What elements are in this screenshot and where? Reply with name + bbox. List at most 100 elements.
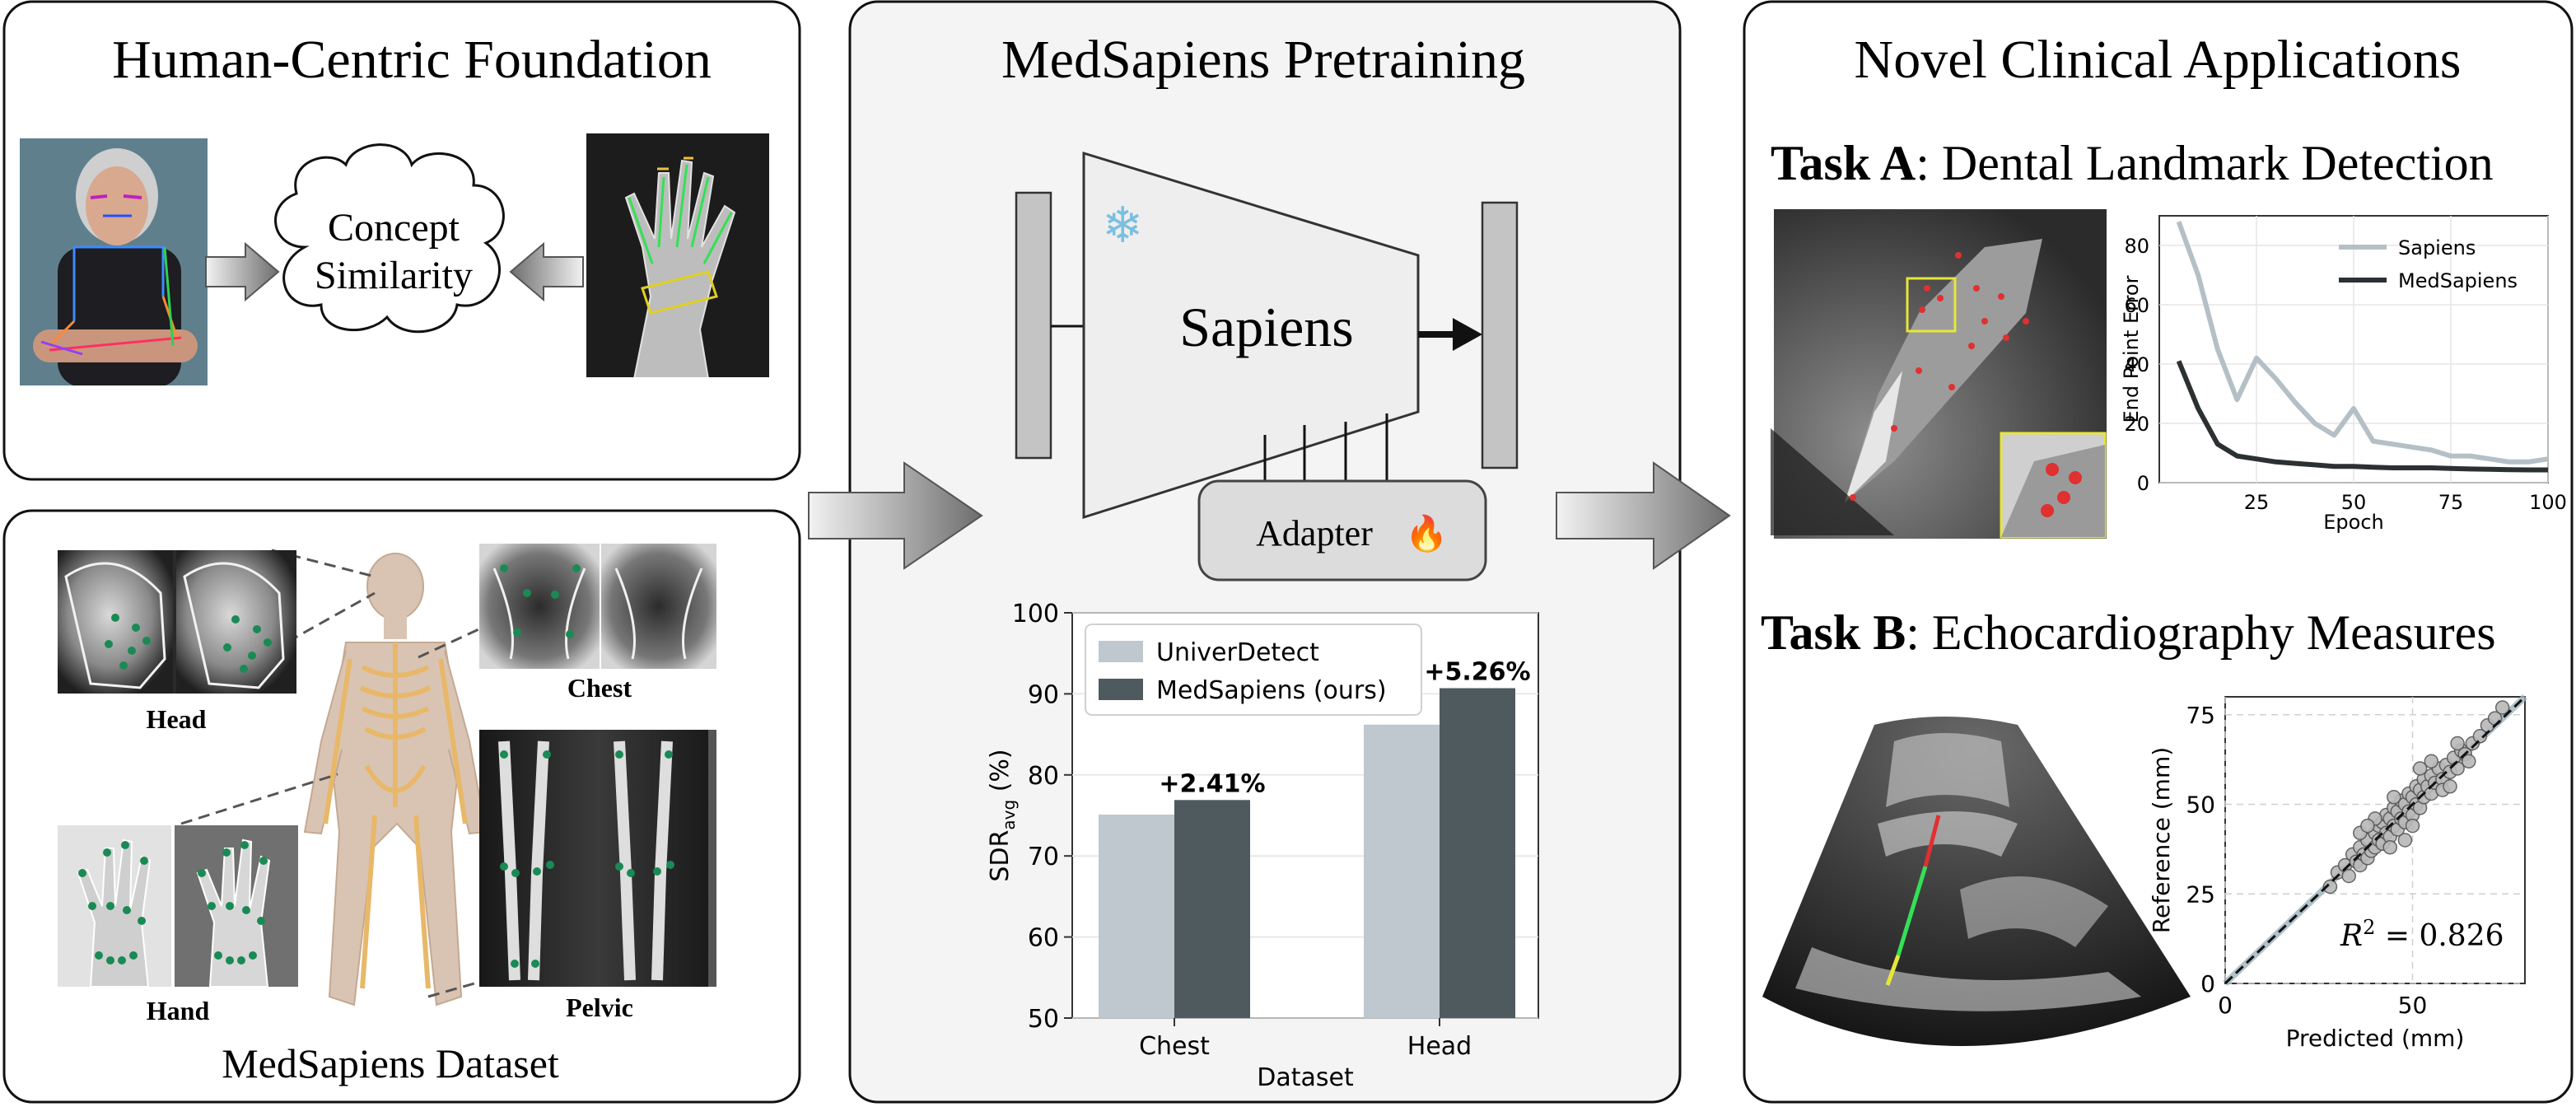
line-y-tick-label: 80 [2124,235,2149,258]
scatter-point [2443,779,2457,794]
line-x-tick-label: 100 [2529,491,2567,514]
arrow-hand-to-cloud [509,241,584,302]
scatter-y-tick-label: 0 [2200,970,2215,997]
pelvic-xrays [479,730,716,987]
r2-symbol: R [2340,919,2363,953]
scatter-identity-line [2224,695,2527,985]
chest-landmarks [500,564,581,638]
bar-y-tick-label: 90 [1028,680,1059,709]
hand-xrays [58,825,298,988]
line-x-tick-label: 75 [2438,491,2464,514]
foundation-title: Human-Centric Foundation [112,30,712,90]
skeleton-figure [303,553,488,1007]
line-x-axis-label: Epoch [2323,511,2384,534]
line-y-tick-label: 40 [2124,353,2149,376]
concept-cloud [274,143,505,334]
dental-landmarks [1850,252,2082,517]
scatter-point [2462,754,2476,769]
label-pelvic: Pelvic [566,993,633,1022]
label-hand: Hand [147,996,210,1025]
adapter-label: Adapter [1256,513,1373,554]
hand-xray-foundation [586,133,769,377]
label-head: Head [147,704,207,734]
pretraining-title: MedSapiens Pretraining [1001,30,1525,90]
bar-x-tick-label: Chest [1139,1032,1210,1061]
bar-y-axis-label-unit: (%) [986,749,1015,799]
scatter-point [2405,818,2420,834]
adapter-connectors [1263,413,1388,481]
scatter-point [2424,754,2439,769]
concept-line-2: Similarity [315,254,473,297]
bar-improvement-label: +2.41% [1159,769,1265,798]
output-arrowhead-icon [1453,318,1482,351]
snowflake-icon: ❄ [1102,197,1143,255]
line-y-tick-label: 20 [2124,413,2149,436]
bar-x-axis-label: Dataset [1257,1063,1354,1092]
bar-y-axis-label-sub: avg [999,800,1019,830]
r2-superscript: 2 [2363,916,2375,939]
sapiens-encoder [1082,151,1420,520]
bar-y-tick-label: 80 [1028,762,1059,791]
scatter-y-axis-label: Reference (mm) [2148,747,2175,933]
scatter-x-tick-label: 0 [2218,992,2233,1019]
bar-legend-swatch [1099,641,1143,662]
line-series-medsapiens [2176,360,2548,473]
bar-legend [1085,624,1422,716]
bar-head-1 [1440,688,1515,1018]
bar-chest-1 [1174,800,1250,1018]
arrow-to-pretraining [808,461,983,570]
echocardiogram-image [1762,717,2191,1046]
bar-legend-label: MedSapiens (ours) [1156,676,1387,705]
scatter-point [2382,839,2397,855]
scatter-point [2450,736,2465,751]
line-series-sapiens [2176,221,2549,465]
sapiens-label: Sapiens [1179,296,1354,358]
label-chest: Chest [567,673,632,703]
concept-line-1: Concept [328,206,460,250]
task-a-rest: : Dental Landmark Detection [1916,136,2493,190]
line-legend-label: MedSapiens [2398,269,2518,292]
scatter-y-tick-label: 50 [2186,792,2215,819]
head-landmarks [105,614,272,673]
bar-legend-label: UniverDetect [1156,638,1319,667]
bar-improvement-label: +5.26% [1424,658,1530,687]
head-xrays [58,550,296,694]
scatter-y-tick-label: 25 [2186,880,2215,908]
task-a-heading: Task A: Dental Landmark Detection [1771,136,2494,190]
r2-value: = 0.826 [2375,919,2504,953]
line-y-axis-label: End Point Error [2120,275,2143,423]
dental-xray [1771,209,2107,539]
bar-y-tick-label: 60 [1028,924,1059,953]
bar-y-tick-label: 70 [1028,843,1059,871]
line-x-tick-label: 50 [2341,491,2367,514]
scatter-point [2412,761,2428,776]
line-x-tick-label: 25 [2244,491,2270,514]
hand-landmarks [78,841,268,965]
bar-head-0 [1364,724,1440,1018]
bar-y-axis-label: SDRavg (%) [986,749,1019,881]
fire-icon: 🔥 [1405,513,1448,554]
bar-y-axis-label-main: SDR [986,830,1015,882]
scatter-point [2387,790,2401,805]
scatter-x-tick-label: 50 [2398,992,2428,1019]
person-photo [20,138,208,385]
scatter-y-tick-label: 75 [2186,702,2215,729]
bar-legend-swatch [1099,679,1143,700]
task-b-bold: Task B [1761,605,1906,660]
adapter-module [1197,479,1487,582]
bar-y-tick-label: 100 [1012,600,1059,628]
output-feature-bar [1481,201,1519,469]
pelvic-landmarks [500,750,674,968]
arrow-to-applications [1556,461,1731,570]
line-y-tick-label: 0 [2137,472,2149,495]
bar-x-tick-label: Head [1407,1032,1472,1061]
task-a-bold: Task A [1771,136,1916,190]
scatter-point [2472,729,2488,744]
line-y-tick-label: 60 [2124,294,2149,317]
task-b-rest: : Echocardiography Measures [1906,605,2495,660]
applications-title: Novel Clinical Applications [1855,30,2462,90]
scatter-point [2494,700,2510,715]
